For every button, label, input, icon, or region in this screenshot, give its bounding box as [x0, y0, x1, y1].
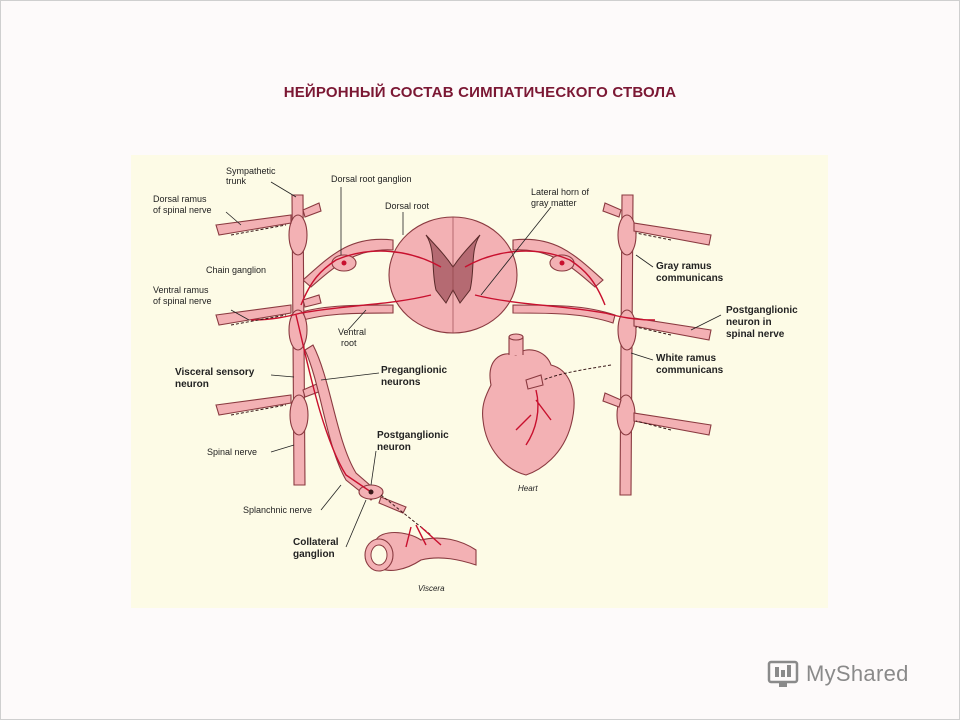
diagram-labels: Sympathetic trunk Dorsal ramus of spinal…	[153, 166, 798, 593]
viscera-organ	[364, 531, 477, 572]
label-postganglionic-neuron: Postganglionic	[377, 430, 449, 441]
label-white-ramus: White ramus	[656, 353, 716, 364]
label-viscera: Viscera	[418, 584, 445, 593]
watermark-logo: MyShared	[766, 657, 909, 691]
label-dorsal-ramus: Dorsal ramus	[153, 194, 207, 204]
sympathetic-trunk-diagram: .nerve{fill:#f3b1b4;stroke:#8a3a40;strok…	[131, 155, 828, 608]
label-ventral-ramus: Ventral ramus	[153, 285, 209, 295]
label-splanchnic-nerve: Splanchnic nerve	[243, 505, 312, 515]
label-sympathetic-trunk: Sympathetic	[226, 166, 276, 176]
label-gray-ramus: Gray ramus	[656, 261, 712, 272]
label-white-ramus-2: communicans	[656, 365, 724, 376]
left-sympathetic-trunk	[215, 194, 322, 486]
diagram-svg: .nerve{fill:#f3b1b4;stroke:#8a3a40;strok…	[153, 166, 798, 593]
label-visceral-sensory-2: neuron	[175, 379, 209, 390]
label-visceral-sensory: Visceral sensory	[175, 367, 255, 378]
monitor-icon	[767, 660, 799, 687]
heart-organ	[482, 333, 575, 476]
right-sympathetic-trunk	[602, 194, 712, 496]
label-postganglionic-spinal-3: spinal nerve	[726, 329, 785, 340]
label-dorsal-root-ganglion: Dorsal root ganglion	[331, 174, 412, 184]
neuron-pathways	[230, 224, 672, 548]
label-ventral-root-2: root	[341, 338, 357, 348]
slide-title: НЕЙРОННЫЙ СОСТАВ СИМПАТИЧЕСКОГО СТВОЛА	[283, 84, 677, 101]
label-sympathetic-trunk-2: trunk	[226, 176, 247, 186]
label-lateral-horn: Lateral horn of	[531, 187, 590, 197]
label-spinal-nerve: Spinal nerve	[207, 447, 257, 457]
label-preganglionic: Preganglionic	[381, 365, 448, 376]
spinal-cord	[388, 216, 518, 334]
label-postganglionic-spinal: Postganglionic	[726, 305, 798, 316]
label-postganglionic-neuron-2: neuron	[377, 442, 411, 453]
label-lateral-horn-2: gray matter	[531, 198, 577, 208]
label-dorsal-root: Dorsal root	[385, 201, 430, 211]
label-collateral-ganglion-2: ganglion	[293, 549, 335, 560]
label-preganglionic-2: neurons	[381, 377, 421, 388]
watermark-text: MyShared	[806, 661, 909, 686]
label-ventral-ramus-2: of spinal nerve	[153, 296, 212, 306]
label-postganglionic-spinal-2: neuron in	[726, 317, 772, 328]
label-dorsal-ramus-2: of spinal nerve	[153, 205, 212, 215]
label-chain-ganglion: Chain ganglion	[206, 265, 266, 275]
label-heart: Heart	[518, 484, 538, 493]
label-gray-ramus-2: communicans	[656, 273, 724, 284]
label-ventral-root: Ventral	[338, 327, 366, 337]
leader-lines	[225, 181, 722, 548]
label-collateral-ganglion: Collateral	[293, 537, 339, 548]
